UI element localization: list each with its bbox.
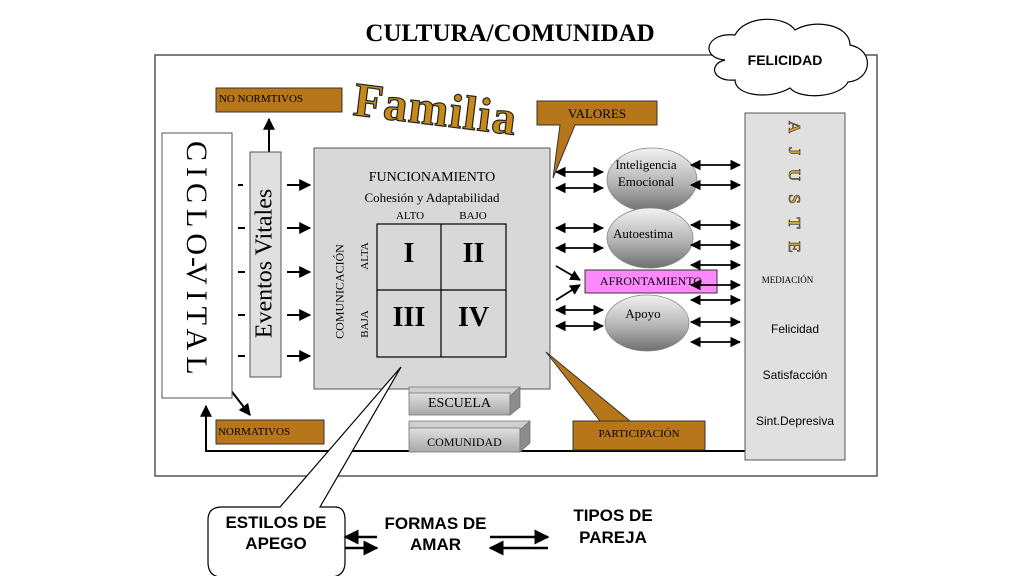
ajuste-letters: A J U S T E [772, 115, 812, 259]
participacion-callout [545, 351, 706, 451]
alta-label: ALTA [359, 242, 371, 270]
comunidad-label: COMUNIDAD [427, 435, 502, 449]
normativos-label: NORMATIVOS [217, 426, 291, 438]
participacion-label: PARTICIPACIÓN [598, 428, 680, 440]
middle-arrows [554, 166, 605, 332]
satisfaccion-label: Satisfacción [762, 368, 828, 382]
sint-depresiva-label: Sint.Depresiva [755, 414, 835, 428]
normativos-box [215, 419, 325, 445]
quadrant-grid [376, 223, 507, 358]
no-normativos-label: NO NORMTIVOS [218, 93, 304, 105]
funcionamiento-box [313, 147, 551, 390]
alto-label: ALTO [395, 210, 425, 222]
sphere-apoyo [604, 294, 690, 352]
escuela-label: ESCUELA [428, 396, 491, 411]
inteligencia-emocional-label: Inteligencia Emocional [615, 157, 677, 189]
funcionamiento-subtitle: Cohesión y Adaptabilidad [364, 190, 500, 205]
bajo-label: BAJO [459, 210, 487, 222]
felicidad-result-label: Felicidad [770, 322, 820, 336]
felicidad-cloud-label: FELICIDAD [747, 52, 823, 68]
valores-label: VALORES [567, 106, 627, 121]
ajuste-letter: E [785, 241, 805, 253]
vital-label: VITAL [180, 263, 213, 381]
estilos-apego-label: ESTILOS DE APEGO [225, 513, 327, 553]
quadrant-I: I [403, 238, 415, 269]
valores-callout [536, 100, 658, 179]
ajuste-column [744, 112, 846, 461]
ciclo-vital-box [161, 132, 233, 399]
quadrant-II: II [462, 238, 485, 269]
bottom-arrows [343, 529, 550, 556]
eventos-vitales-box [249, 151, 282, 378]
escuela-block [408, 386, 522, 416]
eventos-vitales-label: Eventos Vitales [251, 188, 278, 339]
quadrant-III: III [392, 302, 426, 333]
formas-amar-label: FORMAS DE AMAR [384, 514, 487, 554]
estilos-apego-callout [207, 366, 402, 576]
comunidad-block [408, 420, 532, 453]
quadrant-IV: IV [457, 302, 490, 333]
funcionamiento-title: FUNCIONAMIENTO [368, 170, 496, 185]
left-arrows [238, 179, 312, 362]
right-arrows [689, 159, 742, 348]
page-title: CULTURA/COMUNIDAD [365, 20, 655, 47]
sphere-autoestima [606, 207, 694, 269]
no-normativos-box [215, 87, 343, 113]
apoyo-label: Apoyo [625, 306, 661, 321]
tipos-pareja-label: TIPOS DE PAREJA [573, 506, 653, 547]
autoestima-label: Autoestima [613, 226, 673, 241]
baja-label: BAJA [359, 310, 371, 338]
mediacion-label: MEDIACIÓN [761, 275, 814, 285]
comunicacion-label: COMUNICACIÓN [332, 244, 347, 339]
feedback-line [200, 404, 745, 452]
ciclo-label: CICLO [180, 141, 213, 261]
afrontamiento-label: AFRONTAMIENTO [599, 274, 703, 288]
